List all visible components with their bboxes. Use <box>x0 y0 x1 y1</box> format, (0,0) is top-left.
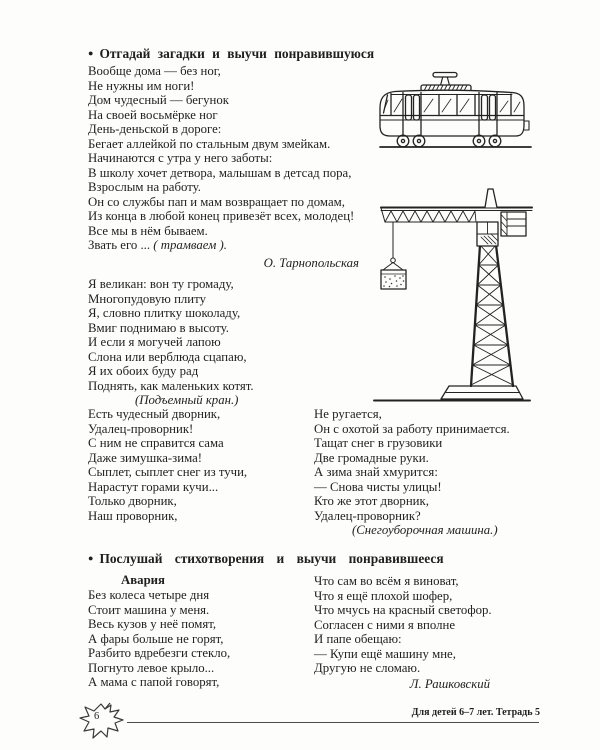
page-number-leaf: 6 <box>77 702 127 740</box>
poem-line: Согласен с ними я вполне <box>314 617 456 632</box>
poem-line: И папе обещаю: <box>314 632 402 646</box>
poem-line: А зима знай хмурится: <box>314 465 438 479</box>
poem-line: Из конца в любой конец привезёт всех, мо… <box>88 209 355 223</box>
author-rashkovsky: Л. Рашковский <box>409 677 490 691</box>
poem-line: Я, словно плитку шоколаду, <box>88 306 241 320</box>
poem-line-with-answer: Звать его ... ( трамваем ). <box>88 238 354 253</box>
poem-line: А мама с папой говорят, <box>88 675 220 689</box>
poem-line: Удалец-проворник? <box>314 508 421 523</box>
crane-riddle: Я великан: вон ту громаду, Многопудовую … <box>88 277 254 408</box>
poem-line: Слона или верблюда сцапаю, <box>88 349 247 364</box>
bullet-icon: ● <box>88 553 94 563</box>
poem-line: Удалец-проворник! <box>88 421 194 436</box>
poem-line: Без колеса четыре дня <box>88 588 210 602</box>
riddle-answer: (Подъемный кран.) <box>135 393 239 407</box>
poem-line: Погнуто левое крыло... <box>88 660 215 675</box>
poem-line: Что сам во всём я виноват, <box>314 574 459 588</box>
poem-line: Вообще дома — без ног, <box>88 64 221 78</box>
footer-divider <box>127 722 539 723</box>
poem-line: Только дворник, <box>88 494 177 508</box>
line-prefix: Звать его ... <box>88 238 154 252</box>
poem-line: Весь кузов у неё помят, <box>88 617 217 631</box>
tram-icon <box>379 71 532 148</box>
poem-line: А фары больше не горят, <box>88 631 224 646</box>
poem-line: Две громадные руки. <box>314 450 429 465</box>
poem-line: Даже зимушка-зима! <box>88 450 203 465</box>
tram-riddle: Вообще дома — без ног, Не нужны им ноги!… <box>88 64 354 253</box>
leaf-icon <box>79 702 124 739</box>
avaria-left-column: Без колеса четыре дня Стоит машина у мен… <box>88 588 230 690</box>
poem-title-avaria: Авария <box>121 573 165 587</box>
poem-line: Сыплет, сыплет снег из тучи, <box>88 465 248 479</box>
poem-line: Разбито вдребезги стекло, <box>88 646 231 660</box>
poem-line: Не ругается, <box>314 407 382 421</box>
section1-header: ● Отгадай загадки и выучи понравившуюся <box>88 46 374 62</box>
poem-line: Дом чудесный — бегунок <box>88 93 230 107</box>
snow-riddle-left-column: Есть чудесный дворник, Удалец-проворник!… <box>88 407 247 523</box>
poem-line: Что я ещё плохой шофер, <box>314 588 453 603</box>
avaria-right-column: Что сам во всём я виноват, Что я ещё пло… <box>314 574 492 676</box>
poem-line: Есть чудесный дворник, <box>88 407 221 421</box>
poem-line: Он со службы пап и мам возвращает по дом… <box>88 194 345 209</box>
poem-line: Стоит машина у меня. <box>88 602 210 617</box>
poem-line: Кто же этот дворник, <box>314 494 429 508</box>
poem-line: И если я могучей лапою <box>88 335 221 349</box>
author-tarnopolskaya: О. Тарнопольская <box>263 256 359 270</box>
section1-title: Отгадай загадки и выучи понравившуюся <box>99 46 375 61</box>
poem-line: В школу хочет детвора, малышам в детсад … <box>88 165 352 180</box>
riddle-answer: ( трамваем ). <box>153 238 227 252</box>
poem-line: Все мы в нём бываем. <box>88 223 208 238</box>
poem-line: Начинаются с утра у него заботы: <box>88 151 273 165</box>
tram-illustration <box>373 62 535 150</box>
poem-line: Тащат снег в грузовики <box>314 436 443 450</box>
poem-line: Вмиг поднимаю в высоту. <box>88 320 229 335</box>
poem-line: Другую не сломаю. <box>314 661 421 675</box>
poem-line: — Купи ещё машину мне, <box>314 646 456 661</box>
bullet-icon: ● <box>88 48 94 58</box>
crane-illustration <box>372 186 534 404</box>
poem-line: На своей восьмёрке ног <box>88 107 218 122</box>
poem-line: Взрослым на работу. <box>88 180 201 194</box>
footer-edition-text: Для детей 6–7 лет. Тетрадь 5 <box>411 707 540 718</box>
poem-line: Поднять, как маленьких котят. <box>88 378 254 393</box>
section2-header: ● Послушай стихотворения и выучи понравив… <box>88 551 444 567</box>
poem-line: Многопудовую плиту <box>88 291 206 306</box>
poem-line: Он с охотой за работу принимается. <box>314 421 510 436</box>
page-number: 6 <box>94 711 100 722</box>
poem-line: Нарастут горами кучи... <box>88 479 219 494</box>
poem-line: Я великан: вон ту громаду, <box>88 277 234 291</box>
poem-line: Я их обоих буду рад <box>88 364 199 378</box>
poem-line: Не нужны им ноги! <box>88 78 195 93</box>
crane-icon <box>373 188 534 402</box>
snow-riddle-right-column: Не ругается, Он с охотой за работу прини… <box>314 407 510 538</box>
poem-line: Что мчусь на красный светофор. <box>314 603 492 617</box>
poem-line: — Снова чисты улицы! <box>314 479 442 494</box>
poem-line: С ним не справится сама <box>88 436 224 450</box>
section2-title: Послушай стихотворения и выучи понравивш… <box>99 551 444 566</box>
poem-line: Бегает аллейкой по стальным двум змейкам… <box>88 136 331 151</box>
poem-line: День-деньской в дороге: <box>88 122 222 136</box>
riddle-answer: (Снегоуборочная машина.) <box>352 523 498 537</box>
poem-line: Наш проворник, <box>88 508 178 523</box>
